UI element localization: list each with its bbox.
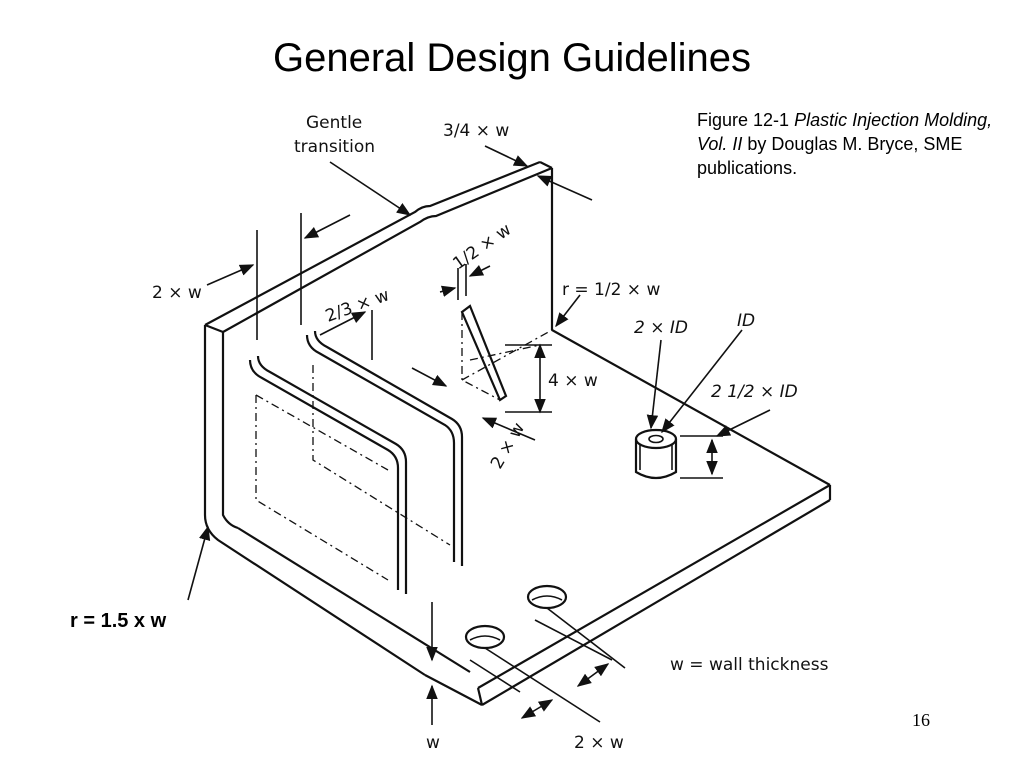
label-gusset-height: 4 × w xyxy=(548,371,598,391)
label-boss-height: 2 1/2 × ID xyxy=(711,382,798,402)
label-base-w: w xyxy=(426,733,440,753)
middle-rib xyxy=(305,330,464,566)
vertical-wall xyxy=(203,160,554,676)
page-number: 16 xyxy=(912,710,930,730)
corner-radius-callout: r = 1.5 x w xyxy=(70,610,167,632)
label-rib-base-2w: 2 × w xyxy=(152,283,202,303)
label-boss-id: ID xyxy=(737,311,755,331)
label-top-thickness: 3/4 × w xyxy=(443,121,509,141)
caption-prefix: Figure 12-1 xyxy=(697,110,795,130)
slide-title: General Design Guidelines xyxy=(272,36,752,80)
figure-caption: Figure 12-1 Plastic Injection Molding, V… xyxy=(697,108,1017,180)
label-fillet-radius: r = 1/2 × w xyxy=(562,280,660,300)
base-plate xyxy=(237,329,832,706)
gusset xyxy=(460,304,553,402)
label-wall-thickness: w = wall thickness xyxy=(670,655,829,675)
dimension-lines xyxy=(187,145,771,725)
caption-book-title: Plastic Injection Molding, Vol. II xyxy=(697,110,993,154)
label-transition: transition xyxy=(294,137,375,157)
label-rib-two-thirds: 2/3 × w xyxy=(323,285,392,327)
label-gentle: Gentle xyxy=(306,113,362,133)
label-boss-2id: 2 × ID xyxy=(634,318,688,338)
label-rib-half: 1/2 × w xyxy=(449,220,515,274)
label-hole-spacing: 2 × w xyxy=(574,733,624,753)
caption-suffix: by Douglas M. Bryce, SME publications. xyxy=(697,134,963,178)
boss xyxy=(634,428,678,480)
base-holes xyxy=(464,584,568,650)
label-gusset-base: 2 × w xyxy=(487,419,529,472)
front-rib xyxy=(248,355,408,594)
